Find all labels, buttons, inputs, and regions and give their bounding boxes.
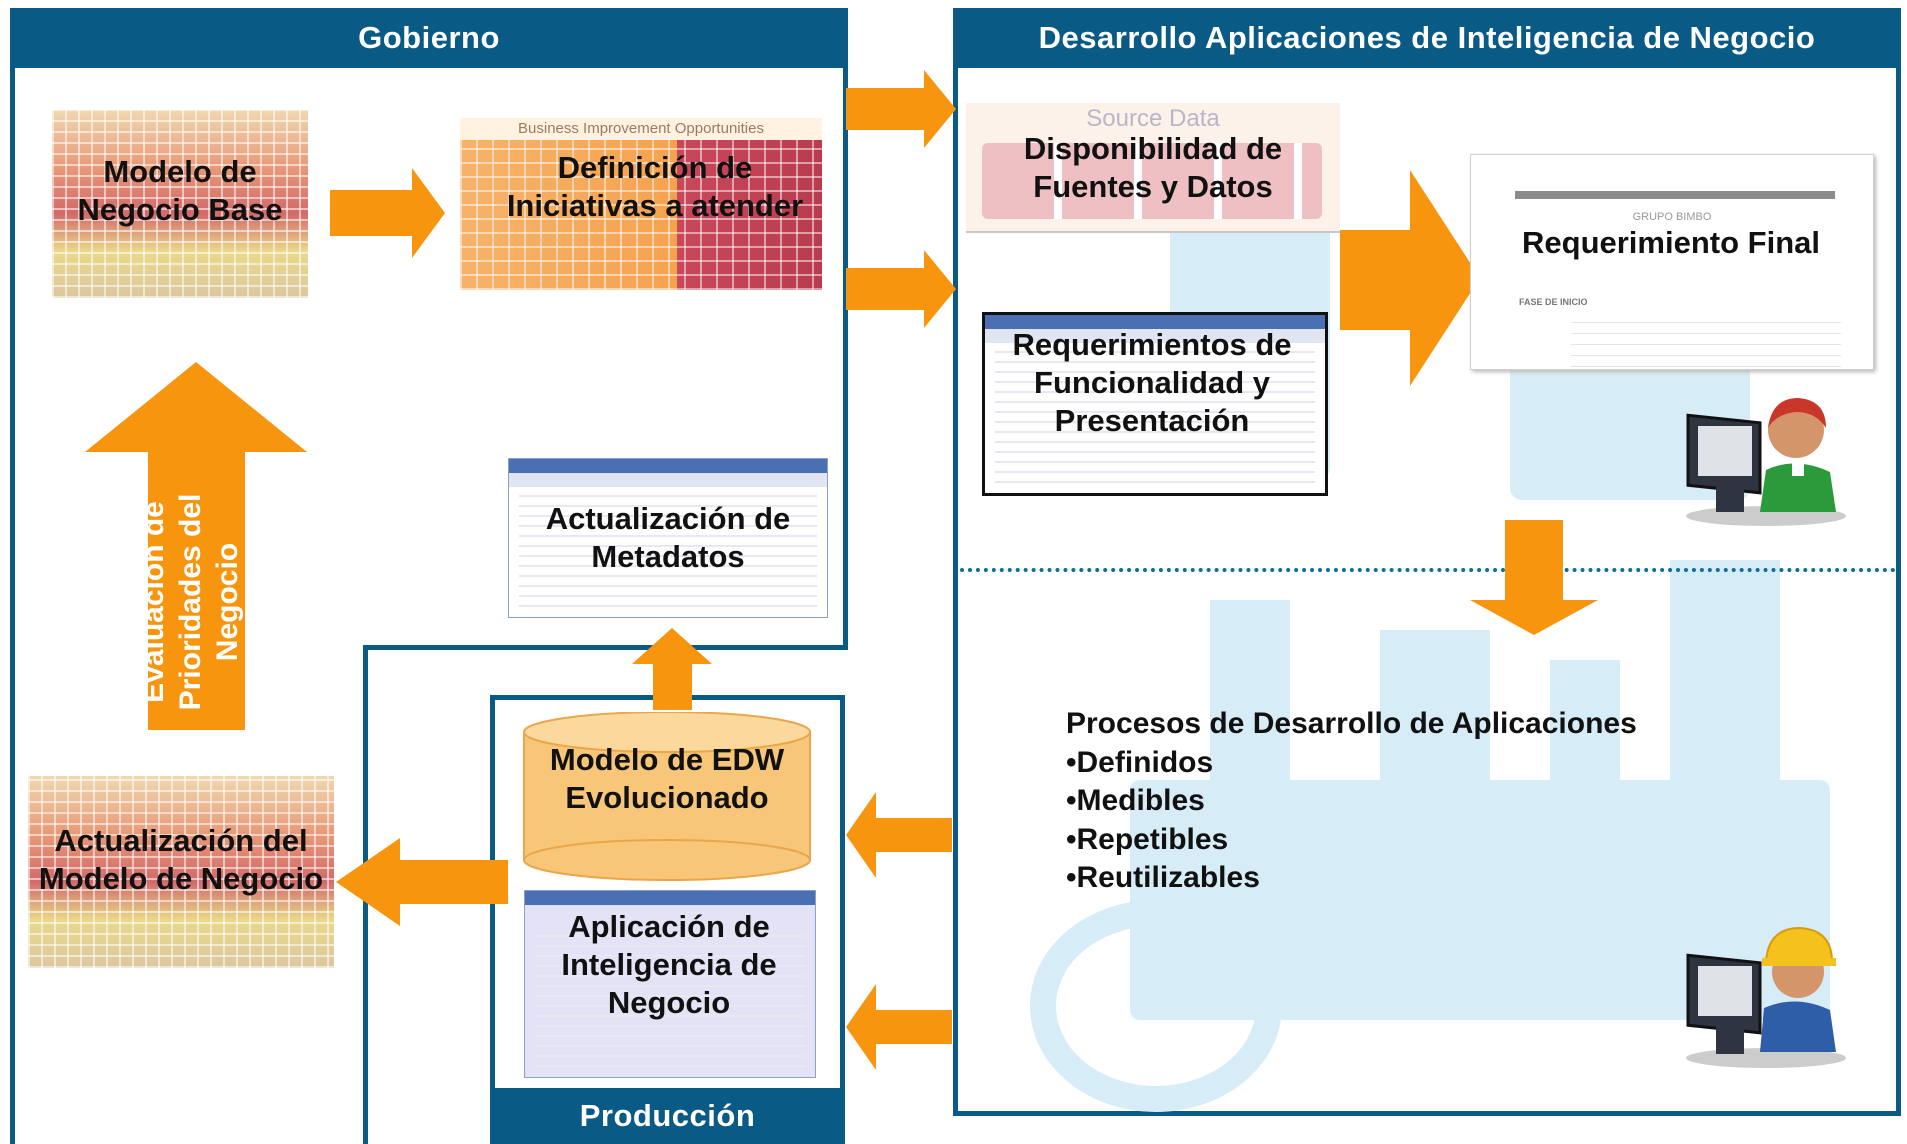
modelo-edw-label: Modelo de EDW Evolucionado (549, 742, 785, 815)
procesos-title: Procesos de Desarrollo de Aplicaciones (1066, 707, 1637, 740)
source-data-thumbnail: Source Data (966, 103, 1340, 233)
procesos-item-reutilizables: •Reutilizables (1066, 861, 1260, 894)
arrow-produccion-to-modelo (336, 838, 508, 926)
aplicacion-bi-label: Aplicación de Inteligencia de Negocio (561, 909, 777, 1020)
gobierno-border-right (843, 8, 848, 650)
doc-table (1571, 313, 1841, 367)
developer-person-icon (1686, 926, 1846, 1068)
actualizacion-modelo-thumbnail (28, 776, 334, 968)
procesos-item-repetibles: •Repetibles (1066, 822, 1229, 856)
business-improvement-caption: Business Improvement Opportunities (460, 118, 822, 140)
requerimientos-thumbnail (982, 312, 1328, 496)
requerimientos-func-label: Requerimientos de Funcionalidad y Presen… (1012, 327, 1292, 438)
disponibilidad-label: Disponibilidad de Fuentes y Datos (1023, 131, 1283, 204)
modelo-base-label: Modelo de Negocio Base (77, 154, 283, 227)
arrow-evaluacion-up (85, 362, 307, 730)
analyst-person-icon (1686, 398, 1846, 526)
produccion-header: Producción (490, 1088, 845, 1144)
arrow-produccion-to-metadatos (632, 628, 712, 710)
actualizacion-modelo-label: Actualización del Modelo de Negocio (38, 823, 324, 896)
desarrollo-separator (960, 568, 1896, 572)
evaluacion-label: Evaluación de Prioridades del Negocio (137, 493, 244, 711)
arrow-modelo-to-definicion (330, 168, 445, 258)
definicion-label: Definición de Iniciativas a atender (506, 150, 804, 223)
arrow-to-desarrollo-second (846, 250, 956, 328)
grupo-bimbo-text: GRUPO BIMBO (1632, 211, 1712, 223)
procesos-block: Procesos de Desarrollo de Aplicaciones •… (1066, 705, 1826, 898)
gobierno-header: Gobierno (10, 8, 848, 68)
desarrollo-header: Desarrollo Aplicaciones de Inteligencia … (953, 8, 1901, 68)
metadatos-thumbnail (508, 458, 828, 618)
arrow-to-desarrollo-top (846, 70, 956, 148)
procesos-item-medibles: •Medibles (1066, 784, 1205, 817)
aplicacion-bi-thumbnail (524, 890, 816, 1078)
doc-top-bar (1515, 191, 1835, 199)
modelo-base-thumbnail (52, 110, 308, 298)
arrow-desarrollo-to-aplicacion (846, 984, 952, 1070)
arrow-down-to-procesos (1470, 520, 1598, 635)
arrow-desarrollo-to-edw (846, 792, 952, 878)
source-data-caption: Source Data (1086, 105, 1220, 132)
source-data-barrels (982, 143, 1322, 219)
edw-cylinder (523, 712, 811, 881)
arrow-to-requerimiento-final (1340, 170, 1480, 386)
requerimiento-final-label: Requerimiento Final (1522, 225, 1820, 260)
gobierno-step-top (363, 645, 848, 650)
actualizacion-metadatos-label: Actualización de Metadatos (545, 501, 791, 574)
fase-inicio-text: FASE DE INICIO (1519, 297, 1588, 307)
procesos-item-definidos: •Definidos (1066, 745, 1214, 779)
requerimiento-final-doc: GRUPO BIMBO FASE DE INICIO (1470, 154, 1874, 370)
definicion-thumbnail: Business Improvement Opportunities (460, 118, 822, 290)
